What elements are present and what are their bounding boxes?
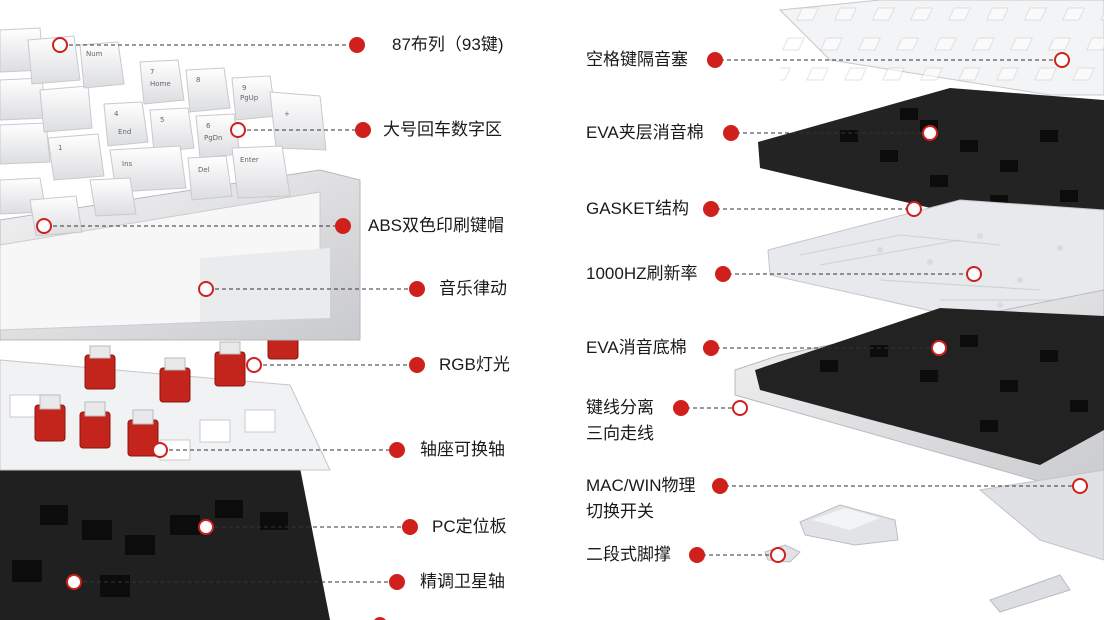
callout-eva-sandwich: EVA夹层消音棉: [586, 123, 704, 142]
pc-plate-foam: [0, 440, 330, 620]
keycap-legend: Home: [150, 80, 171, 88]
callout-rgb-lighting: RGB灯光: [439, 355, 510, 374]
callout-layout: 87布列（93键): [392, 35, 504, 54]
callout-markers-right: [673, 52, 1088, 563]
keycap-legend: 8: [196, 76, 200, 84]
keycap-legend: 5: [160, 116, 164, 124]
callout-hot-swap: 轴座可换轴: [420, 440, 505, 459]
keycap-legend: +: [284, 110, 290, 118]
keycaps: [0, 27, 327, 237]
keycap-legend: PgDn: [204, 134, 223, 142]
keycap-legend: Ins: [122, 160, 133, 168]
eva-sandwich-foam: [758, 88, 1104, 236]
eva-bottom-foam: [755, 308, 1104, 465]
right-exploded-stack: [734, 0, 1104, 613]
callout-kickstand: 二段式脚撑: [586, 545, 671, 564]
callout-gasket: GASKET结构: [586, 199, 689, 218]
callout-lines-left: [46, 44, 412, 583]
keycap-legend: 9: [242, 84, 246, 92]
keycap-legend: 7: [150, 68, 154, 76]
callout-stabilizers: 精调卫星轴: [420, 572, 505, 591]
callout-keycaps: ABS双色印刷键帽: [368, 216, 505, 235]
keycap-legend: Del: [198, 166, 210, 174]
callout-polling-rate: 1000HZ刷新率: [586, 264, 698, 283]
callout-lines-right: [686, 59, 1078, 556]
keycap-legend: 6: [206, 122, 211, 130]
keycap-legend: PgUp: [240, 94, 259, 102]
keycap-legend: Num: [86, 50, 103, 58]
callout-os-switch: MAC/WIN物理 切换开关: [586, 476, 696, 521]
keycap-legend: 1: [58, 144, 62, 152]
keycap-legend: 4: [114, 110, 119, 118]
callout-pc-plate: PC定位板: [432, 517, 507, 536]
pcb-plate: [767, 199, 1104, 336]
keycap-legend: End: [118, 128, 131, 136]
callout-spacebar-foam: 空格键隔音塞: [586, 50, 688, 69]
left-keyboard-stack: Num 7 8 9 4 5 6 1 Home PgUp End PgDn Ins…: [0, 27, 361, 620]
callout-numpad-enter: 大号回车数字区: [383, 120, 502, 139]
keycap-legend: Enter: [240, 156, 259, 164]
callout-music-rhythm: 音乐律动: [439, 279, 507, 298]
rubber-pad: [989, 574, 1071, 613]
callout-markers-left: [36, 37, 425, 590]
callout-cable-routing: 键线分离 三向走线: [586, 398, 654, 443]
callout-eva-bottom: EVA消音底棉: [586, 338, 687, 357]
